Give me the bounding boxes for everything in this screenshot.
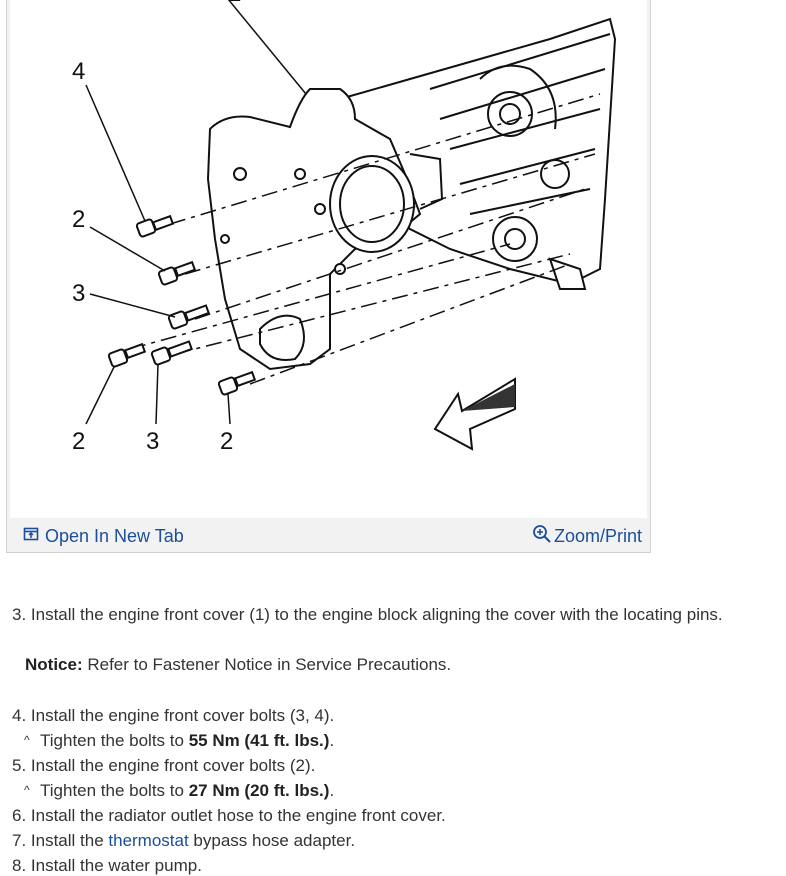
step-5-torque-prefix: Tighten the bolts to: [40, 781, 189, 800]
diagram-card: 1 4 2 3 2 3 2 Open In New Tab Zoom/Print: [6, 0, 651, 553]
zoom-print-label: Zoom/Print: [553, 526, 642, 546]
bolt-3b: [150, 340, 193, 366]
bolt-2c: [217, 370, 257, 396]
step-5: 5. Install the engine front cover bolts …: [12, 756, 316, 775]
callout-2-left: 2: [72, 428, 85, 455]
step-6: 6. Install the radiator outlet hose to t…: [12, 806, 446, 825]
step-8: 8. Install the water pump.: [12, 856, 202, 875]
step-4: 4. Install the engine front cover bolts …: [12, 706, 335, 725]
diagram-svg: 1 4 2 3 2 3 2: [72, 0, 617, 455]
alignment-lines: [129, 93, 601, 385]
step-5-torque: ^ Tighten the bolts to 27 Nm (20 ft. lbs.…: [24, 781, 334, 801]
step-3: 3. Install the engine front cover (1) to…: [12, 605, 723, 624]
caret-icon: ^: [24, 783, 30, 797]
step-7-prefix: 7. Install the: [12, 831, 109, 850]
callout-4: 4: [72, 58, 85, 85]
callout-2-upper: 2: [72, 206, 85, 233]
step-4-torque-prefix: Tighten the bolts to: [40, 731, 189, 750]
bolt-2a: [157, 260, 197, 286]
step-4-torque-value: 55 Nm (41 ft. lbs.): [188, 731, 330, 750]
caret-icon: ^: [24, 733, 30, 747]
zoom-in-icon: [532, 524, 552, 549]
notice: Notice: Refer to Fastener Notice in Serv…: [25, 655, 451, 675]
front-cover: [206, 88, 444, 371]
bolt-3a: [167, 304, 210, 330]
notice-text: Refer to Fastener Notice in Service Prec…: [82, 655, 452, 674]
callout-3-upper: 3: [72, 280, 85, 307]
callout-2-right: 2: [220, 428, 233, 455]
open-in-new-tab-label: Open In New Tab: [45, 526, 184, 546]
bolt-2b: [107, 342, 147, 368]
open-new-tab-icon: [23, 526, 39, 547]
notice-label: Notice:: [25, 655, 83, 674]
open-in-new-tab-link[interactable]: Open In New Tab: [23, 526, 184, 547]
bolt-4: [135, 214, 175, 238]
callout-1: 1: [228, 0, 241, 7]
step-4-torque-suffix: .: [329, 731, 335, 750]
zoom-print-link[interactable]: Zoom/Print: [532, 524, 642, 549]
leader-lines: [85, 0, 307, 425]
callout-3-bottom: 3: [146, 428, 159, 455]
thermostat-link[interactable]: thermostat: [108, 831, 189, 850]
step-5-torque-value: 27 Nm (20 ft. lbs.): [188, 781, 330, 800]
bolts: [107, 214, 257, 396]
diagram-footer: Open In New Tab Zoom/Print: [7, 518, 650, 552]
step-5-torque-suffix: .: [329, 781, 335, 800]
step-4-torque: ^ Tighten the bolts to 55 Nm (41 ft. lbs.…: [24, 731, 334, 751]
engine-front-cover-diagram: 1 4 2 3 2 3 2: [10, 0, 647, 518]
step-7: 7. Install the thermostat bypass hose ad…: [12, 831, 355, 851]
step-7-suffix: bypass hose adapter.: [188, 831, 356, 850]
direction-arrow: [433, 377, 516, 451]
